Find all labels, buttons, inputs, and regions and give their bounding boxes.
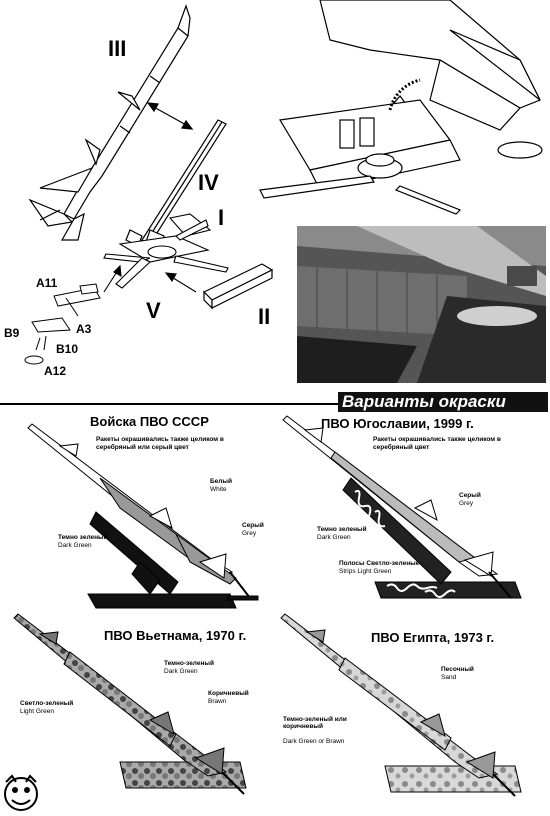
section-banner: Варианты окраски [0, 392, 550, 412]
scheme-label-ru: Песочный [441, 666, 474, 673]
launcher-detail-drawing [250, 0, 550, 220]
missile-launcher-ussr [27, 423, 259, 609]
scheme-vietnam: ПВО Вьетнама, 1970 г. Темно-зеленый Dark… [0, 612, 275, 816]
scheme-label-en: Dark Green or Brawn [283, 738, 345, 745]
scheme-label-en: Dark Green [58, 542, 92, 549]
scheme-label-en: Dark Green [164, 668, 198, 675]
publisher-logo-icon [4, 774, 38, 811]
part-label-i: I [218, 205, 225, 230]
banner-rule [0, 403, 338, 405]
scheme-title: Войска ПВО СССР [90, 414, 209, 429]
part-label-b10: B10 [56, 342, 79, 356]
scheme-note: Ракеты окрашивались также целиком в сере… [96, 436, 224, 451]
scheme-label-en: White [210, 486, 227, 493]
scheme-label-en: Brawn [208, 698, 227, 705]
scheme-label-ru: Полосы Светло-зеленые [339, 560, 420, 567]
scheme-label-en: Strips Light Green [339, 568, 392, 575]
missile-launcher-egypt [280, 613, 522, 797]
part-label-a11: A11 [36, 276, 58, 290]
part-label-a3: A3 [76, 322, 92, 336]
scheme-label-ru: Серый [459, 492, 481, 499]
scheme-label-en: Light Green [20, 708, 54, 715]
part-label-ii: II [258, 304, 271, 329]
scheme-label-en: Sand [441, 674, 457, 681]
scheme-label-ru: Темно зеленый [58, 534, 108, 541]
part-label-iii: III [108, 36, 127, 61]
scheme-note: Ракеты окрашивались также целиком в сере… [373, 436, 501, 451]
scheme-label-ru: Темно-зеленый [164, 660, 214, 667]
missile-launcher-vietnam [13, 613, 247, 795]
scheme-yugoslavia: ПВО Югославии, 1999 г. Ракеты окрашивали… [275, 412, 550, 612]
scheme-title: ПВО Египта, 1973 г. [371, 630, 495, 645]
part-label-v: V [146, 298, 161, 323]
banner-title: Варианты окраски [338, 392, 548, 412]
missile-iii-drawing [24, 4, 274, 365]
scheme-ussr: Войска ПВО СССР Ракеты окрашивались такж… [0, 412, 275, 612]
scheme-label-en: Grey [459, 500, 474, 507]
scheme-title: ПВО Вьетнама, 1970 г. [104, 628, 247, 643]
scheme-label-en: Dark Green [317, 534, 351, 541]
scheme-label-en: Grey [242, 530, 257, 537]
scheme-label-ru: Белый [210, 478, 232, 485]
scheme-title: ПВО Югославии, 1999 г. [321, 416, 474, 431]
assembly-diagram: III IV I V II A11 A3 B9 B10 A12 [0, 0, 290, 390]
field-photo [297, 226, 546, 383]
scheme-label-ru: Коричневый [208, 690, 249, 697]
part-label-a12: A12 [44, 364, 67, 378]
scheme-label-ru: Темно зеленый [317, 526, 367, 533]
scheme-label-ru: Светло-зеленый [20, 700, 74, 707]
missile-launcher-yugoslavia [282, 415, 522, 599]
part-label-b9: B9 [4, 326, 20, 340]
scheme-label-ru: Серый [242, 522, 264, 529]
part-label-iv: IV [198, 170, 219, 195]
scheme-egypt: ПВО Египта, 1973 г. Песочный Sand Темно-… [275, 612, 550, 816]
scheme-label-ru: Темно-зеленый или коричневый [283, 716, 347, 730]
